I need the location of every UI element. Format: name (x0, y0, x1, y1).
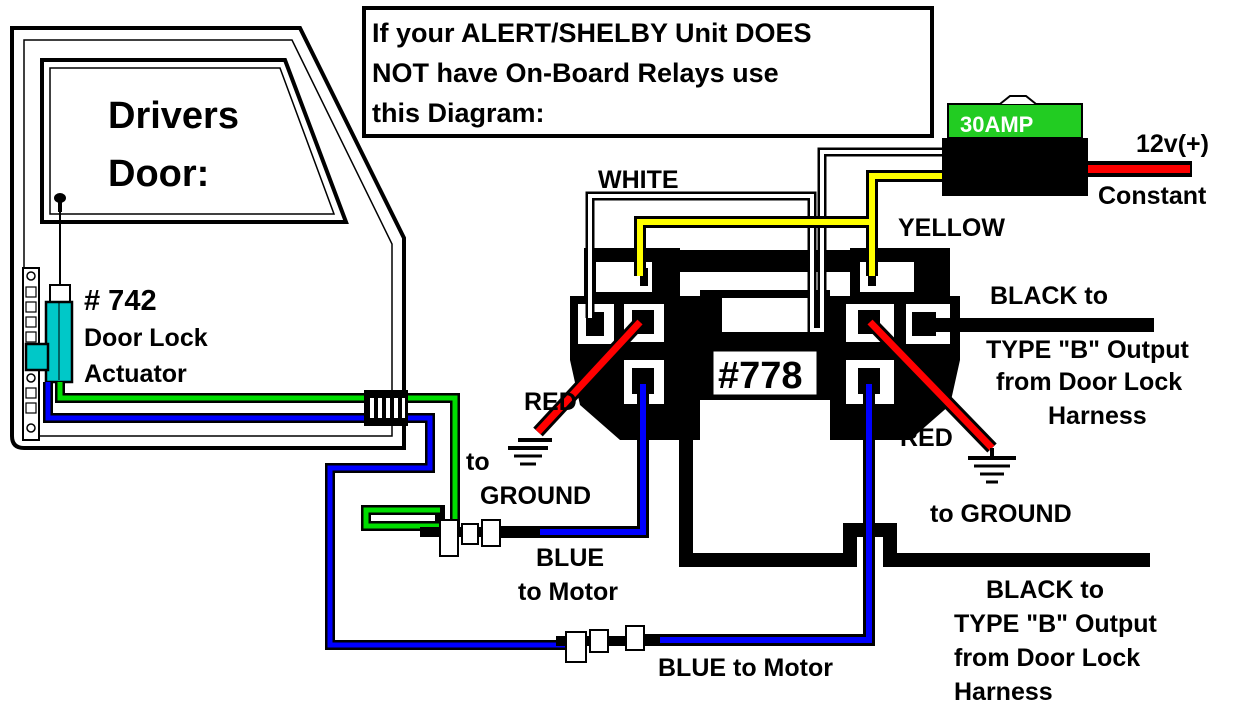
power-voltage-label: 12v(+) (1136, 130, 1209, 158)
header-line3: this Diagram: (372, 98, 545, 128)
header-line1: If your ALERT/SHELBY Unit DOES (372, 18, 812, 48)
black-output-1-line3: from Door Lock (996, 368, 1182, 396)
black-output-2-line1: BLACK to (986, 576, 1104, 604)
black-output-2-line4: Harness (954, 678, 1053, 706)
blue-motor-1-line2: to Motor (518, 578, 618, 606)
black-output-wire-1 (936, 318, 1154, 332)
door-grommet-icon (364, 390, 408, 426)
black-output-1-line2: TYPE "B" Output (986, 336, 1190, 364)
blue-motor-1-line1: BLUE (536, 544, 604, 572)
actuator-label-line1: Door Lock (84, 324, 208, 352)
black-output-1-line4: Harness (1048, 402, 1147, 430)
header-line2: NOT have On-Board Relays use (372, 58, 779, 88)
door-window (40, 58, 349, 224)
black-output-1-line1: BLACK to (990, 282, 1108, 310)
actuator-part-number: # 742 (84, 285, 157, 317)
butt-connector-1-icon (420, 519, 540, 557)
ground-left-line1: to (466, 448, 490, 476)
relay-block-778: #778 (570, 248, 960, 440)
yellow-wire-label: YELLOW (898, 214, 1005, 242)
ground-left-icon (508, 438, 552, 466)
relay-part-number: #778 (718, 355, 803, 397)
door-lock-actuator-icon (24, 284, 74, 384)
blue-wire-actuator (43, 382, 565, 650)
butt-connector-2-icon (556, 625, 660, 663)
actuator-label-line2: Actuator (84, 360, 187, 388)
ground-right-label: to GROUND (930, 500, 1072, 528)
black-output-2-line3: from Door Lock (954, 644, 1140, 672)
fuse-30amp-icon: 30AMP (942, 95, 1088, 196)
black-output-wire-2 (679, 334, 1150, 567)
white-wire-label: WHITE (598, 166, 679, 194)
ground-left-line2: GROUND (480, 482, 591, 510)
black-output-2-line2: TYPE "B" Output (954, 610, 1158, 638)
blue-motor-2-label: BLUE to Motor (658, 654, 833, 682)
door-title-line2: Door: (108, 153, 209, 195)
door-title-line1: Drivers (108, 95, 239, 137)
lock-knob-icon (54, 193, 66, 290)
red-wire-left-label: RED (524, 388, 577, 416)
fuse-label: 30AMP (960, 112, 1033, 137)
header-note-box: If your ALERT/SHELBY Unit DOES NOT have … (362, 6, 934, 138)
ground-right-icon (968, 448, 1016, 484)
red-wire-right-label: RED (900, 424, 953, 452)
power-type-label: Constant (1098, 182, 1207, 210)
